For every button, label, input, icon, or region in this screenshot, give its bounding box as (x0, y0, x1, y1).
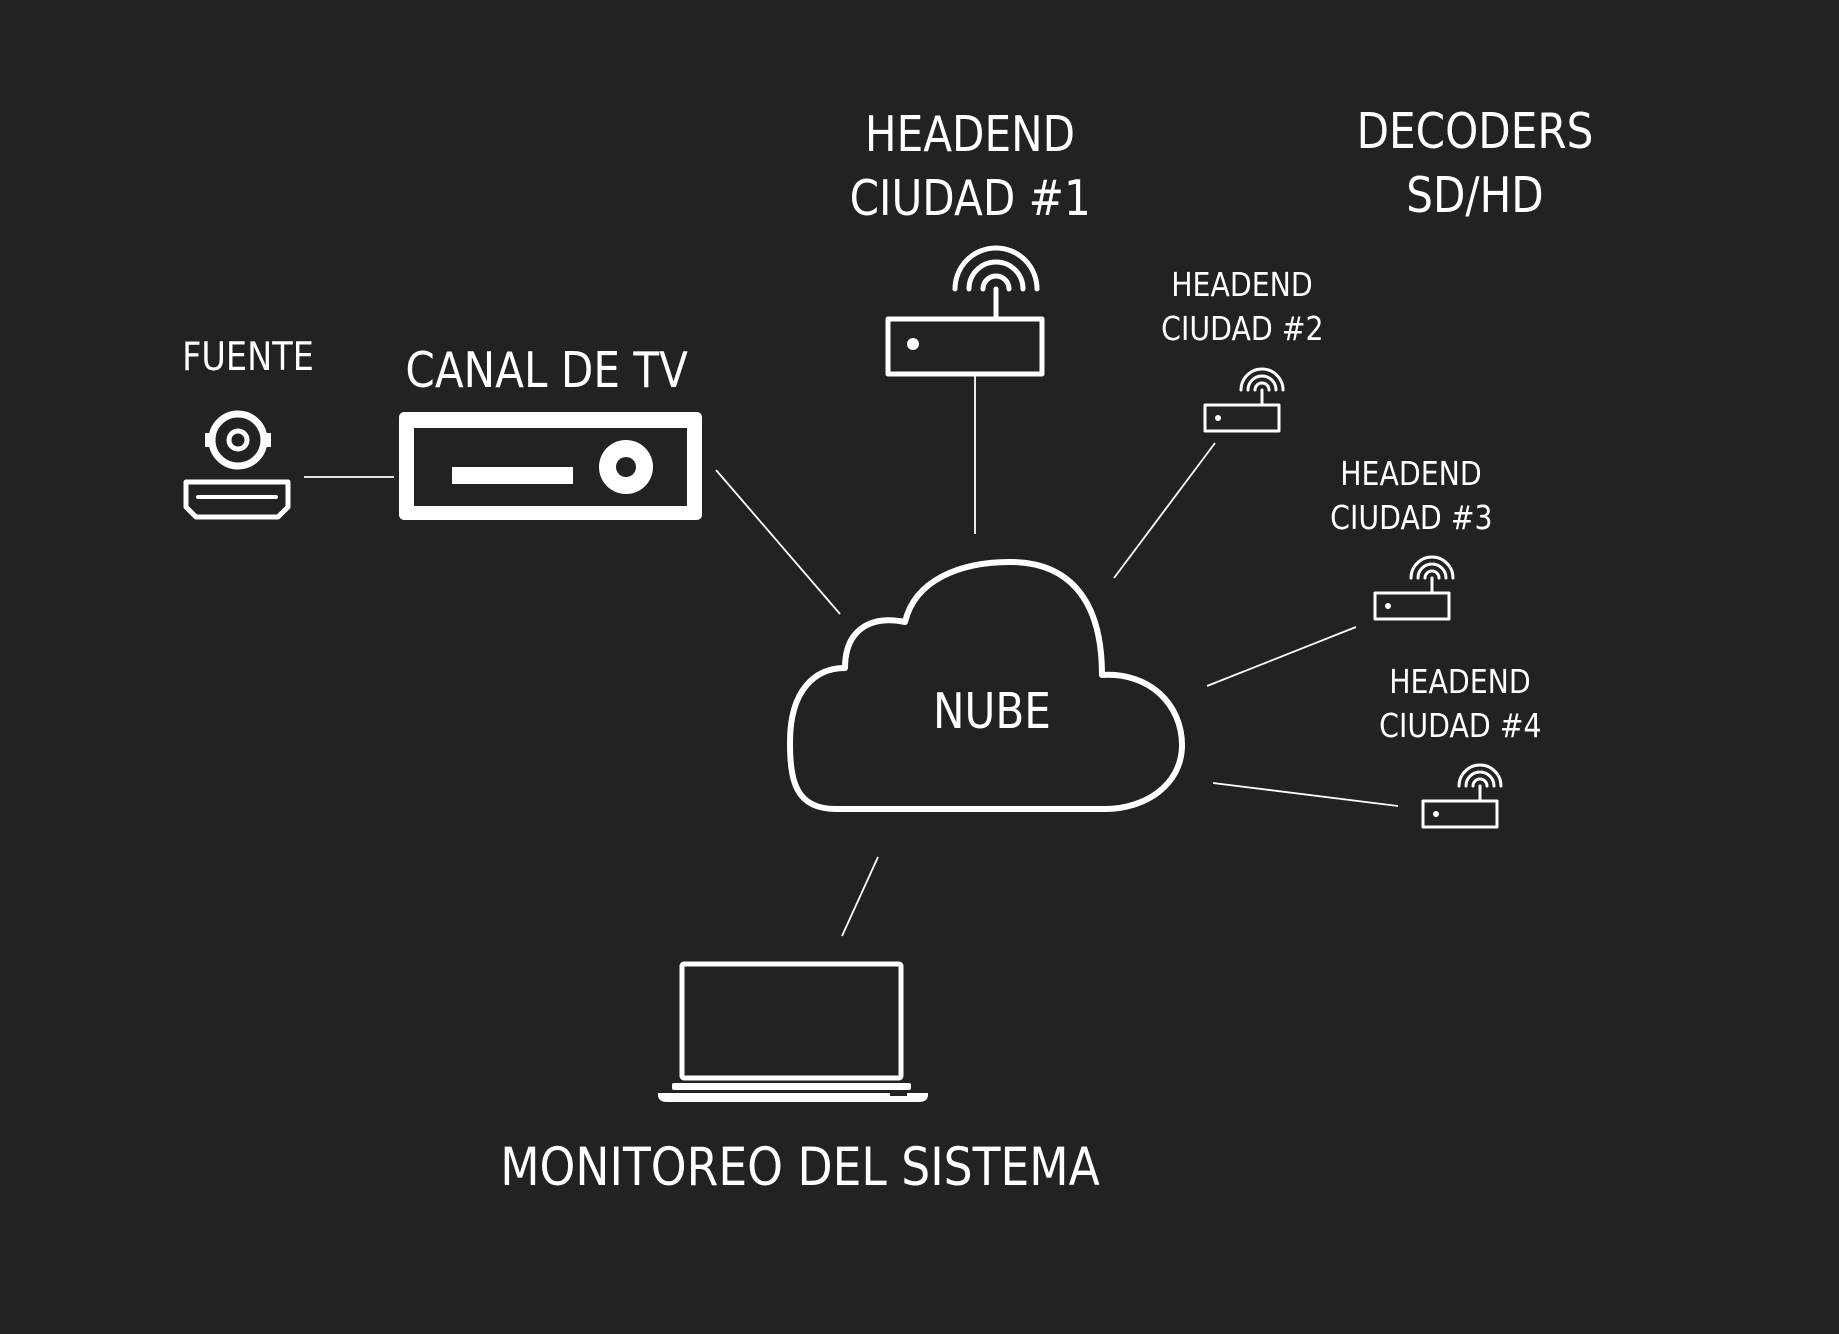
label-decoders: DECODERS SD/HD (1350, 100, 1599, 228)
label-fuente: FUENTE (181, 335, 315, 382)
label-headend-1-line2: CIUDAD #1 (849, 170, 1091, 227)
router-icon-headend-3 (1373, 555, 1455, 621)
label-headend-2: HEADEND CIUDAD #2 (1161, 263, 1323, 351)
label-headend-3-line2: CIUDAD #3 (1330, 498, 1493, 537)
label-headend-2-line1: HEADEND (1171, 265, 1313, 304)
label-headend-3-line1: HEADEND (1340, 454, 1482, 493)
connector-nube-monitoreo (841, 856, 879, 937)
label-headend-4: HEADEND CIUDAD #4 (1379, 660, 1541, 748)
router-icon-headend-2 (1203, 367, 1285, 433)
label-canal-tv-text: CANAL DE TV (405, 342, 688, 399)
label-monitoreo: MONITOREO DEL SISTEMA (482, 1136, 1118, 1200)
hdmi-coax-connector-icon (183, 410, 291, 520)
cloud-icon (787, 559, 1185, 812)
label-nube-text: NUBE (933, 683, 1051, 740)
label-decoders-line2: SD/HD (1406, 167, 1544, 224)
connections (304, 375, 1399, 937)
laptop-icon (658, 961, 928, 1102)
label-headend-1-line1: HEADEND (864, 106, 1076, 163)
router-icon-headend-1 (885, 245, 1045, 377)
label-decoders-line1: DECODERS (1356, 103, 1594, 160)
label-headend-4-line2: CIUDAD #4 (1379, 706, 1542, 745)
label-headend-4-line1: HEADEND (1389, 662, 1531, 701)
connector-headend2-nube (1113, 442, 1216, 579)
label-canal-tv: CANAL DE TV (405, 342, 688, 401)
set-top-box-icon (399, 412, 702, 520)
label-monitoreo-text: MONITOREO DEL SISTEMA (500, 1137, 1100, 1198)
connector-canal-nube (715, 469, 841, 615)
connector-headend3-nube (1206, 626, 1357, 687)
router-icon-headend-4 (1421, 763, 1503, 829)
connector-headend4-nube (1212, 782, 1399, 807)
label-nube: NUBE (915, 683, 1070, 742)
label-headend-2-line2: CIUDAD #2 (1161, 309, 1324, 348)
label-fuente-text: FUENTE (182, 335, 314, 380)
label-headend-3: HEADEND CIUDAD #3 (1330, 452, 1492, 540)
label-headend-1: HEADEND CIUDAD #1 (850, 103, 1091, 231)
